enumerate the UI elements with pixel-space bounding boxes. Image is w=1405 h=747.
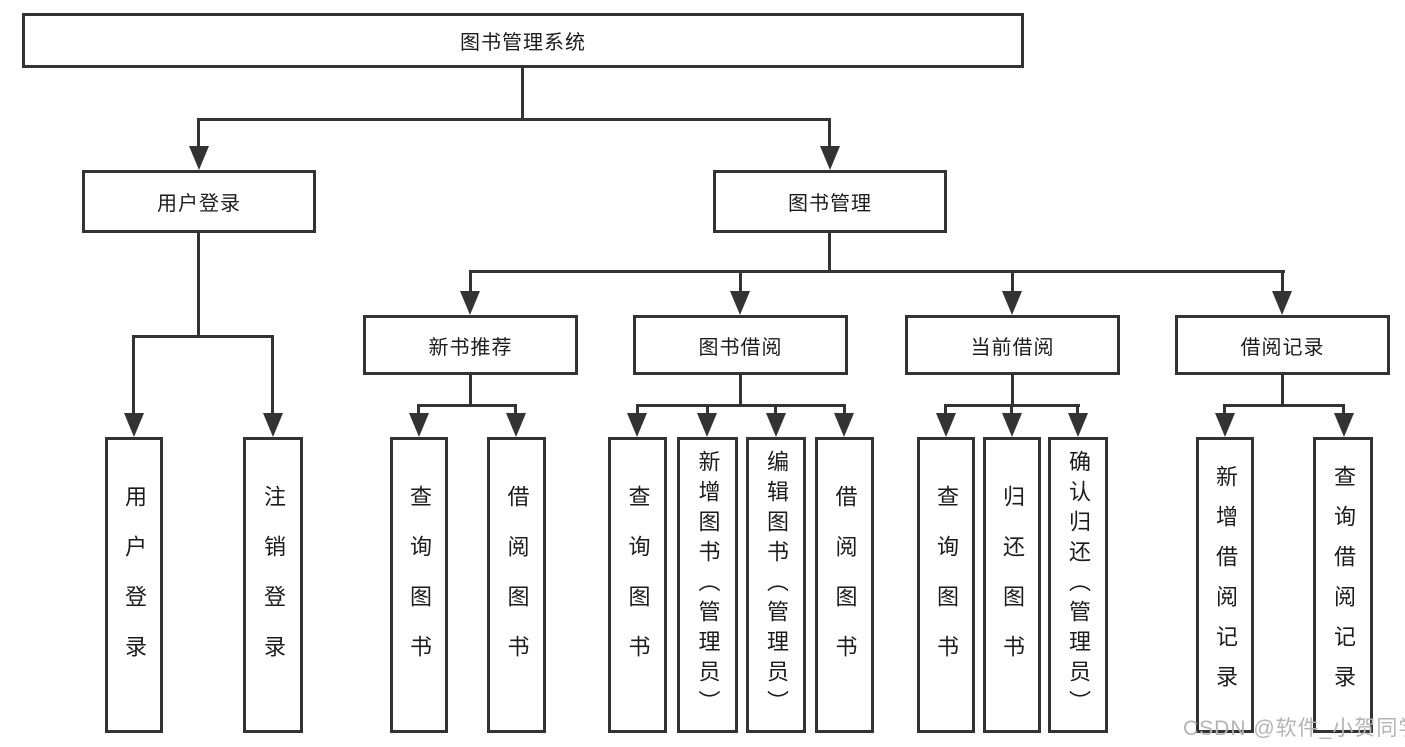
node-leaf-borrow-book: 借阅图书 bbox=[815, 437, 874, 733]
connector-user-login-rail bbox=[132, 335, 274, 338]
connector-stem-l3 bbox=[1281, 270, 1284, 299]
arrow-down-icon bbox=[1272, 291, 1292, 315]
node-book-management: 图书管理 bbox=[713, 170, 947, 233]
connector-stem-l3 bbox=[469, 270, 472, 299]
node-label: 注销登录 bbox=[261, 485, 286, 685]
arrow-down-icon bbox=[1215, 413, 1235, 437]
node-label: 查询图书 bbox=[625, 485, 651, 685]
node-borrowing-records: 借阅记录 bbox=[1175, 315, 1390, 375]
node-label: 用户登录 bbox=[122, 485, 147, 685]
node-label: 新增借阅记录 bbox=[1213, 465, 1238, 705]
arrow-down-icon bbox=[409, 413, 429, 437]
node-label: 借阅图书 bbox=[504, 485, 530, 685]
connector-book-mgmt-stub bbox=[828, 233, 831, 272]
node-label: 借阅记录 bbox=[1240, 336, 1325, 359]
node-leaf-logout: 注销登录 bbox=[243, 437, 303, 733]
node-label: 查询图书 bbox=[934, 485, 959, 685]
connector-groupA-rail bbox=[417, 404, 517, 407]
connector-root-stub bbox=[521, 68, 524, 118]
arrow-down-icon bbox=[189, 146, 209, 170]
arrow-down-icon bbox=[460, 291, 480, 315]
connector-stem-leaf bbox=[1010, 404, 1013, 421]
connector-level2-rail bbox=[197, 118, 831, 121]
connector-groupD-stub bbox=[1281, 375, 1284, 407]
node-user-login: 用户登录 bbox=[82, 170, 316, 233]
arrow-down-icon bbox=[1068, 413, 1088, 437]
connector-stem-leaf bbox=[843, 404, 846, 421]
connector-stem-l3 bbox=[739, 270, 742, 299]
arrow-down-icon bbox=[124, 413, 144, 437]
arrow-down-icon bbox=[936, 413, 956, 437]
node-label: 新书推荐 bbox=[428, 336, 513, 359]
arrow-down-icon bbox=[1002, 413, 1022, 437]
connector-groupA-stub bbox=[469, 375, 472, 407]
node-label: 编辑图书（管理员） bbox=[764, 450, 789, 720]
node-label: 图书管理系统 bbox=[460, 32, 586, 54]
connector-stem-leaf bbox=[1223, 404, 1226, 421]
node-label: 查询借阅记录 bbox=[1331, 465, 1356, 705]
node-leaf-add-borrow-record: 新增借阅记录 bbox=[1196, 437, 1254, 733]
connector-stem-leaf bbox=[636, 404, 639, 421]
node-label: 图书借阅 bbox=[698, 336, 783, 359]
node-leaf-confirm-return-admin: 确认归还（管理员） bbox=[1048, 437, 1108, 733]
connector-level3-rail bbox=[469, 270, 1285, 273]
node-label: 用户登录 bbox=[157, 193, 241, 215]
connector-stem-book-mgmt bbox=[828, 118, 831, 154]
connector-stem-leaf bbox=[132, 335, 135, 421]
node-book-borrowing: 图书借阅 bbox=[633, 315, 848, 375]
connector-stem-leaf bbox=[774, 404, 777, 421]
node-label: 确认归还（管理员） bbox=[1066, 450, 1091, 720]
arrow-down-icon bbox=[697, 413, 717, 437]
node-new-book-recommend: 新书推荐 bbox=[363, 315, 578, 375]
connector-stem-leaf bbox=[514, 404, 517, 421]
connector-stem-leaf bbox=[271, 335, 274, 421]
connector-stem-leaf bbox=[1076, 404, 1079, 421]
connector-stem-user-login bbox=[197, 118, 200, 154]
node-leaf-borrow-book: 借阅图书 bbox=[487, 437, 546, 733]
connector-stem-leaf bbox=[944, 404, 947, 421]
node-label: 借阅图书 bbox=[832, 485, 858, 685]
node-leaf-add-book-admin: 新增图书（管理员） bbox=[677, 437, 738, 733]
arrow-down-icon bbox=[627, 413, 647, 437]
node-label: 查询图书 bbox=[407, 485, 432, 685]
node-label: 图书管理 bbox=[788, 193, 872, 215]
node-leaf-query-book: 查询图书 bbox=[608, 437, 667, 733]
arrow-down-icon bbox=[730, 291, 750, 315]
node-leaf-query-book: 查询图书 bbox=[390, 437, 448, 733]
arrow-down-icon bbox=[506, 413, 526, 437]
arrow-down-icon bbox=[263, 413, 283, 437]
node-current-borrowing: 当前借阅 bbox=[905, 315, 1120, 375]
arrow-down-icon bbox=[834, 413, 854, 437]
connector-stem-leaf bbox=[1342, 404, 1345, 421]
csdn-watermark: CSDN @软件_小贺同学 bbox=[1183, 717, 1405, 740]
node-leaf-user-login: 用户登录 bbox=[105, 437, 163, 733]
connector-groupB-stub bbox=[739, 375, 742, 407]
connector-stem-leaf bbox=[706, 404, 709, 421]
arrow-down-icon bbox=[1334, 413, 1354, 437]
node-leaf-return-book: 归还图书 bbox=[983, 437, 1041, 733]
node-label: 新增图书（管理员） bbox=[695, 450, 721, 720]
connector-groupB-rail bbox=[636, 404, 846, 407]
node-label: 当前借阅 bbox=[970, 336, 1055, 359]
node-root-library-system: 图书管理系统 bbox=[22, 13, 1024, 68]
node-leaf-edit-book-admin: 编辑图书（管理员） bbox=[746, 437, 806, 733]
arrow-down-icon bbox=[766, 413, 786, 437]
node-leaf-query-book: 查询图书 bbox=[917, 437, 975, 733]
node-label: 归还图书 bbox=[1000, 485, 1025, 685]
connector-user-login-stub bbox=[197, 233, 200, 336]
connector-groupC-stub bbox=[1011, 375, 1014, 407]
connector-stem-leaf bbox=[417, 404, 420, 421]
node-leaf-query-borrow-record: 查询借阅记录 bbox=[1313, 437, 1373, 733]
connector-groupD-rail bbox=[1223, 404, 1345, 407]
arrow-down-icon bbox=[1002, 291, 1022, 315]
connector-stem-l3 bbox=[1011, 270, 1014, 299]
arrow-down-icon bbox=[820, 146, 840, 170]
